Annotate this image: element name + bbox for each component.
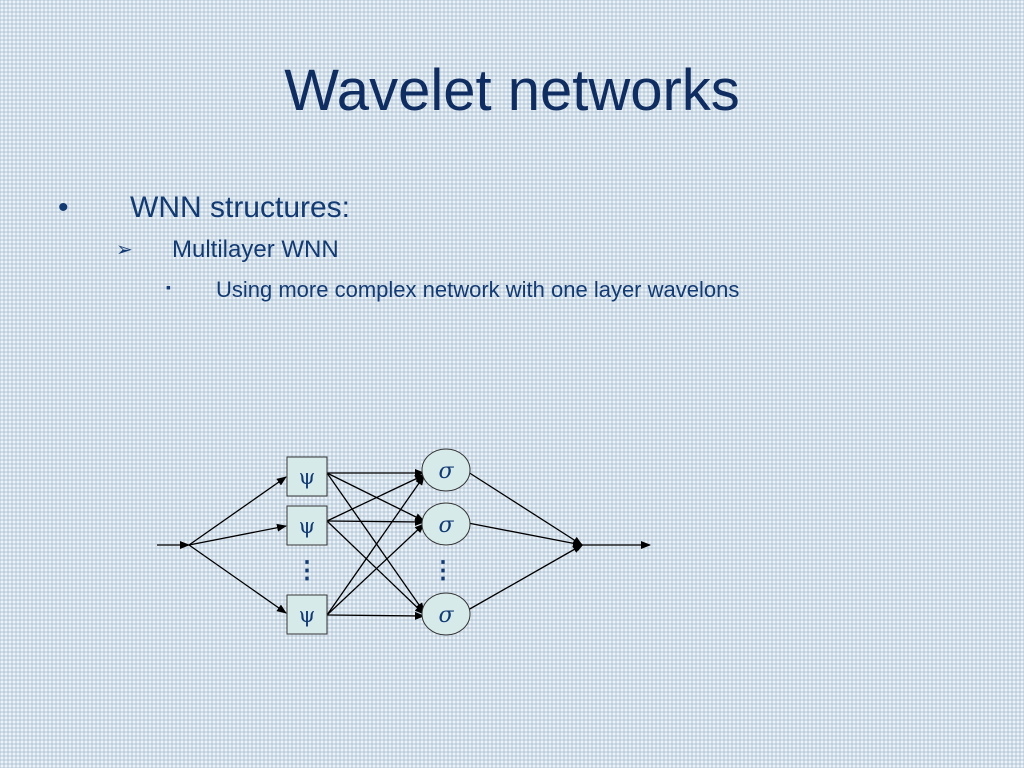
sigmoid-ellipsis: ⋮ [431,555,455,584]
wavelon-ellipsis: ⋮ [295,555,319,584]
edge-input-wavelon-1 [188,476,287,546]
edge-s1-output [467,471,583,546]
arrow-bullet-icon: ➢ [116,239,133,261]
wavelon-layer: ψ ψ ⋮ ψ [286,456,328,635]
wavelon-node: ψ [286,594,328,635]
connection-lines [157,469,651,620]
edge-w2-s3 [326,520,425,615]
edge-s2-output [467,522,583,548]
wavelon-node: ψ [286,456,328,497]
wavelon-psi-label: ψ [299,465,315,489]
sigmoid-node: σ [421,502,471,546]
edge-w3-s3 [326,611,425,620]
round-bullet-icon: • [58,191,69,224]
wavelon-psi-label: ψ [299,603,315,627]
edge-input-wavelon-2 [188,523,287,546]
edge-w3-s1 [326,475,425,616]
wavelon-psi-label: ψ [299,514,315,538]
edge-w2-s1 [326,474,425,522]
sigmoid-node: σ [421,592,471,636]
wavelon-node: ψ [286,505,328,546]
square-bullet-icon: ▪ [166,279,171,295]
slide-title: Wavelet networks [284,58,740,123]
bullet-text-complex-network: Using more complex network with one laye… [216,277,740,302]
bullet-text-wnn-structures: WNN structures: [130,191,351,224]
output-junction-diamond [578,540,583,551]
sigmoid-node: σ [421,448,471,492]
edge-w1-s3 [326,472,425,613]
sigmoid-sigma-label: σ [438,513,454,538]
edge-w1-s2 [326,472,425,522]
edge-w3-s2 [326,523,425,616]
sigmoid-sigma-label: σ [438,603,454,628]
sigmoid-layer: σ σ ⋮ σ [421,448,471,636]
edge-input-wavelon-3 [188,544,287,614]
bullet-text-multilayer-wnn: Multilayer WNN [172,236,339,263]
sigmoid-sigma-label: σ [438,459,454,484]
edge-s3-output [467,544,583,611]
edge-w2-s2 [326,517,425,526]
